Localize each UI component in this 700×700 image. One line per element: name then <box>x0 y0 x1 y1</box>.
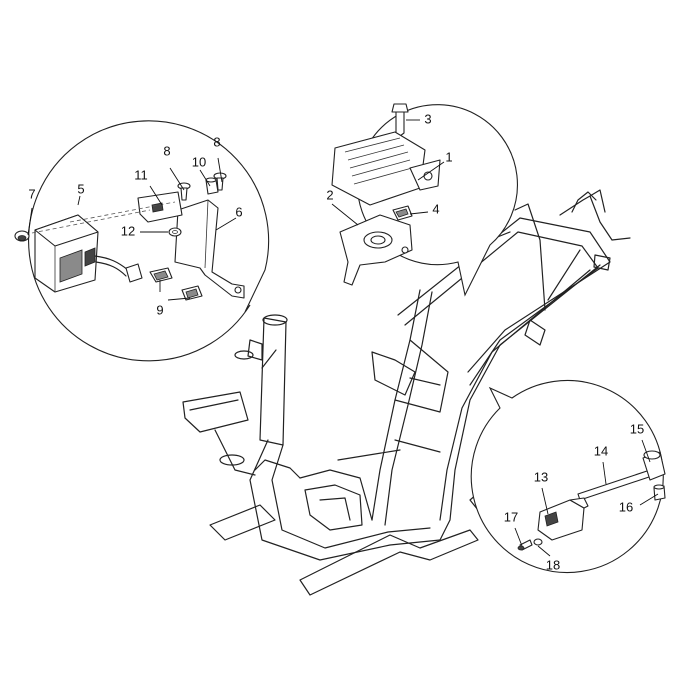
sensor-part <box>537 497 589 541</box>
label-14: 14 <box>594 443 608 458</box>
label-13: 13 <box>534 469 548 484</box>
washer-part <box>533 538 543 546</box>
bolt-part <box>391 103 409 137</box>
label-18: 18 <box>546 557 560 572</box>
label-7: 7 <box>28 186 35 201</box>
label-2: 2 <box>326 187 333 202</box>
callout-sensor <box>470 379 666 574</box>
washer-part <box>653 484 666 501</box>
clip-part <box>181 285 203 301</box>
label-3: 3 <box>424 111 431 126</box>
nut-part <box>168 227 182 237</box>
label-8a: 8 <box>163 143 170 158</box>
plate-part <box>137 191 183 223</box>
control-unit-part <box>34 214 99 293</box>
grommet-part <box>14 230 30 242</box>
mounting-bracket-part <box>174 199 245 299</box>
label-6: 6 <box>235 204 242 219</box>
label-1: 1 <box>445 149 452 164</box>
callout-control-unit <box>14 120 270 362</box>
label-5: 5 <box>77 181 84 196</box>
label-12: 12 <box>121 223 135 238</box>
clip-part <box>149 267 173 283</box>
label-4: 4 <box>432 201 439 216</box>
label-15: 15 <box>630 421 644 436</box>
screw-part <box>517 539 533 551</box>
scooter-frame <box>182 189 631 596</box>
callout-regulator <box>331 103 518 297</box>
spacer-part <box>205 177 219 195</box>
regulator-bracket-part <box>339 214 413 286</box>
label-16: 16 <box>619 499 633 514</box>
label-9: 9 <box>156 302 163 317</box>
label-10: 10 <box>192 154 206 169</box>
label-8b: 8 <box>213 134 220 149</box>
label-17: 17 <box>504 509 518 524</box>
part-labels: 1 2 3 4 5 6 7 8 8 9 10 11 12 13 14 15 16… <box>28 111 644 572</box>
clip-nut-part <box>392 205 413 221</box>
label-11: 11 <box>134 167 148 182</box>
